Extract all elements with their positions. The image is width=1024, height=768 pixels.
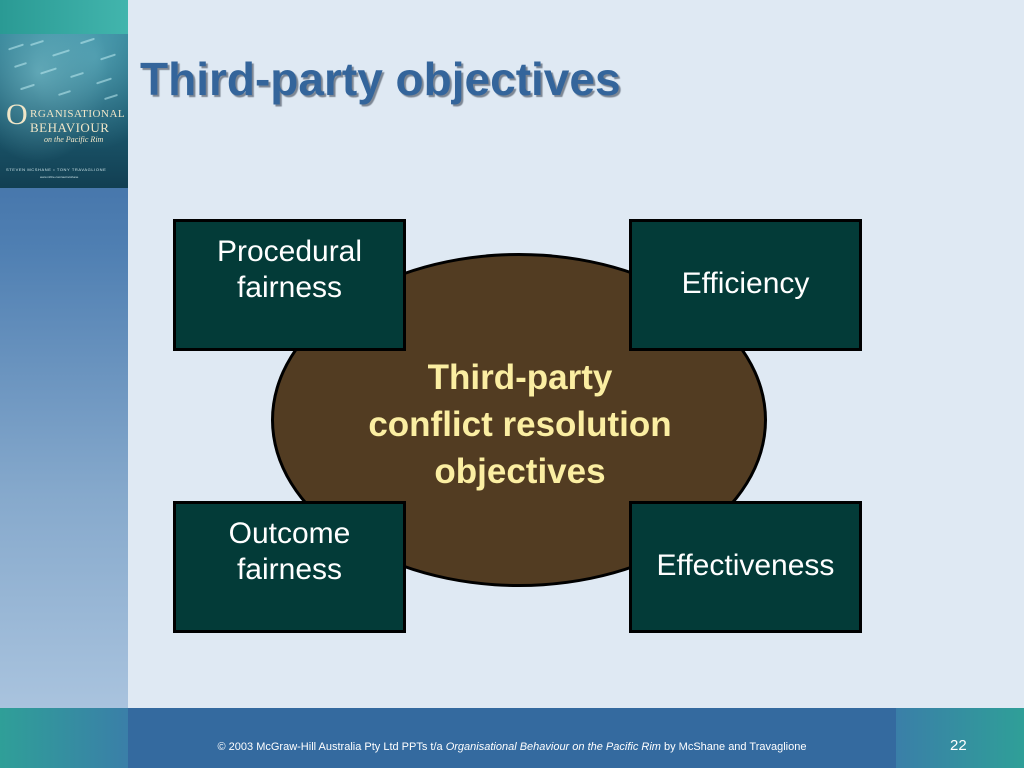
box-label-line1: Efficiency <box>681 267 810 300</box>
box-label-line1: Outcome <box>228 517 351 550</box>
top-left-accent <box>0 0 128 34</box>
book-title-line3: on the Pacific Rim <box>44 135 104 144</box>
page-number: 22 <box>950 737 967 754</box>
center-label-line2: conflict resolution <box>368 405 672 444</box>
box-label-line1: Procedural <box>216 235 363 268</box>
footer-right-accent <box>896 708 1024 768</box>
box-efficiency: Efficiency <box>629 219 862 351</box>
book-title-line2: BEHAVIOUR <box>30 120 110 135</box>
footer-copyright: © 2003 McGraw-Hill Australia Pty Ltd PPT… <box>128 741 896 753</box>
box-procedural-fairness: Procedural fairness <box>173 219 406 351</box>
book-title-line1: RGANISATIONAL <box>30 108 126 120</box>
box-label-line2: fairness <box>236 553 343 586</box>
center-label-line3: objectives <box>434 452 606 491</box>
box-effectiveness: Effectiveness <box>629 501 862 633</box>
copyright-prefix: © 2003 McGraw-Hill Australia Pty Ltd PPT… <box>217 741 446 753</box>
copyright-suffix: by McShane and Travaglione <box>660 741 807 753</box>
footer-bar: © 2003 McGraw-Hill Australia Pty Ltd PPT… <box>0 708 1024 768</box>
box-label-line1: Effectiveness <box>656 549 835 582</box>
footer-left-accent <box>0 708 128 768</box>
center-label: Third-party conflict resolution objectiv… <box>330 354 710 495</box>
box-label-line2: fairness <box>236 271 343 304</box>
center-label-line1: Third-party <box>427 358 613 397</box>
book-authors: STEVEN MCSHANE • TONY TRAVAGLIONE <box>6 167 107 172</box>
book-cover-image: O RGANISATIONAL BEHAVIOUR on the Pacific… <box>0 34 128 188</box>
slide-title: Third-party objectives <box>140 53 621 105</box>
book-name: Organisational Behaviour on the Pacific … <box>445 741 661 753</box>
box-outcome-fairness: Outcome fairness <box>173 501 406 633</box>
book-logo-letter: O <box>6 98 28 131</box>
book-website: www.mhhe.com/au/mcshane <box>40 175 79 179</box>
